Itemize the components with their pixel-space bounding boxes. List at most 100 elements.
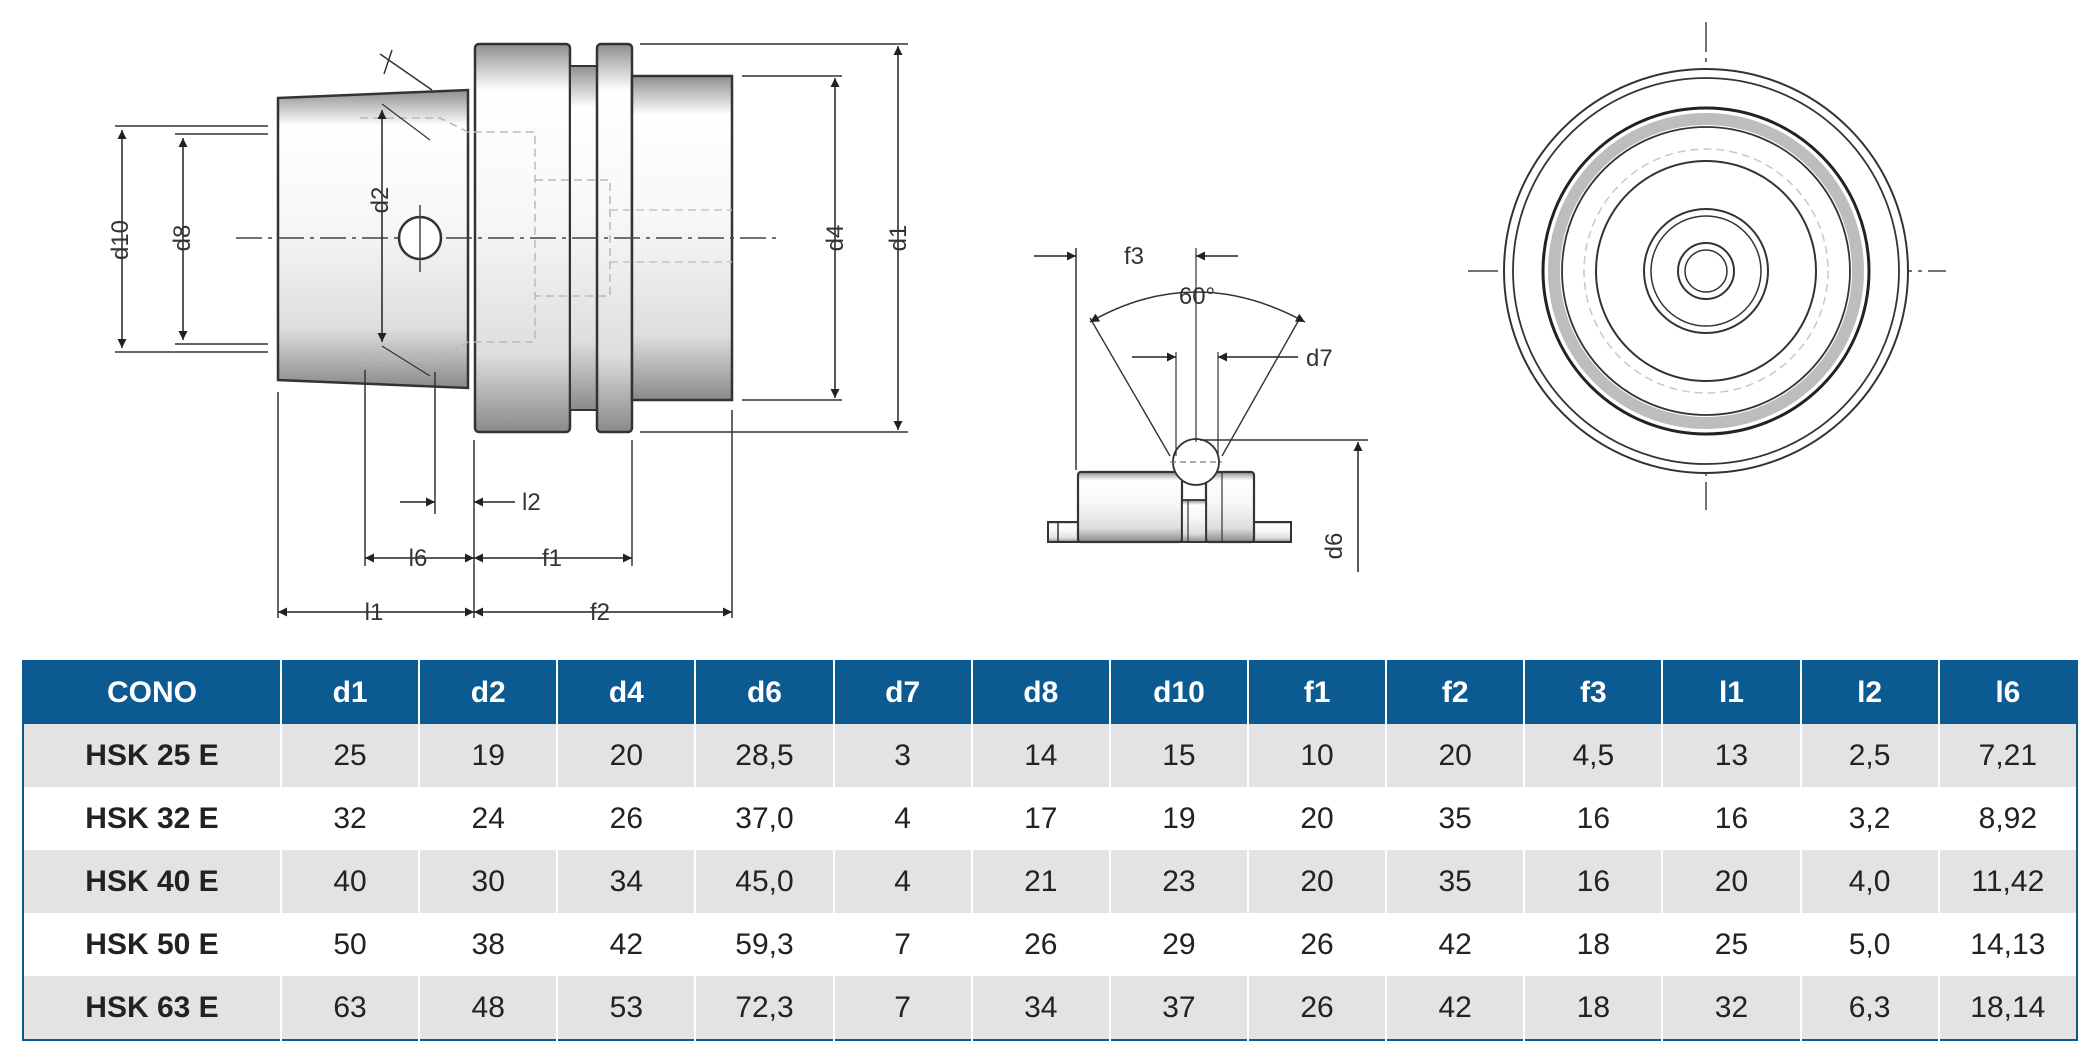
table-cell: 16 (1661, 787, 1801, 850)
table-cell: 19 (1108, 787, 1248, 850)
table-cell: 59,3 (694, 913, 834, 976)
table-cell: 42 (1385, 976, 1525, 1040)
table-cell: 18 (1523, 913, 1663, 976)
column-header-d2: d2 (418, 661, 558, 724)
table-cell: 24 (418, 787, 558, 850)
table-cell: 35 (1385, 787, 1525, 850)
table-cell: 16 (1523, 850, 1663, 913)
table-cell: 20 (1246, 850, 1387, 913)
table-cell: 34 (556, 850, 696, 913)
table-cell: 3 (832, 724, 972, 787)
table-cell: 50 (279, 913, 420, 976)
table-cell: 5,0 (1799, 913, 1939, 976)
label-f3: f3 (1124, 243, 1144, 270)
column-header-f2: f2 (1385, 661, 1525, 724)
table-cell: 17 (970, 787, 1110, 850)
table-cell: 30 (418, 850, 558, 913)
table-cell: 2,5 (1799, 724, 1939, 787)
label-f2: f2 (590, 599, 610, 626)
table-cell: 20 (1385, 724, 1525, 787)
table-cell: 14 (970, 724, 1110, 787)
table-cell: 19 (418, 724, 558, 787)
table-cell: 4 (832, 850, 972, 913)
table-cell: 26 (1246, 913, 1387, 976)
table-cell: 21 (970, 850, 1110, 913)
front-view (1468, 22, 1946, 510)
table-cell: 18,14 (1937, 976, 2077, 1040)
label-l6: l6 (409, 545, 428, 572)
label-d7: d7 (1306, 345, 1333, 372)
table-cell: 3,2 (1799, 787, 1939, 850)
table-cell: 4,0 (1799, 850, 1939, 913)
label-d4: d4 (822, 225, 849, 252)
table-cell: 20 (1246, 787, 1387, 850)
table-cell: 53 (556, 976, 696, 1040)
table-cell: 13 (1661, 724, 1801, 787)
row-cono-cell: HSK 50 E (23, 913, 281, 976)
row-cono-cell: HSK 40 E (23, 850, 281, 913)
table-cell: 72,3 (694, 976, 834, 1040)
row-cono-cell: HSK 32 E (23, 787, 281, 850)
table-cell: 29 (1108, 913, 1248, 976)
table-cell: 37 (1108, 976, 1248, 1040)
table-cell: 16 (1523, 787, 1663, 850)
table-cell: 25 (1661, 913, 1801, 976)
table-cell: 32 (1661, 976, 1801, 1040)
column-header-d4: d4 (556, 661, 696, 724)
column-header-d1: d1 (279, 661, 420, 724)
taper-body (276, 88, 470, 390)
table-cell: 34 (970, 976, 1110, 1040)
table-cell: 20 (556, 724, 696, 787)
column-header-d10: d10 (1108, 661, 1248, 724)
table-cell: 4 (832, 787, 972, 850)
column-header-l6: l6 (1937, 661, 2077, 724)
table-cell: 7 (832, 976, 972, 1040)
column-header-f3: f3 (1523, 661, 1663, 724)
label-d1: d1 (885, 225, 912, 252)
table-cell: 26 (970, 913, 1110, 976)
label-l1: l1 (365, 599, 384, 626)
column-header-f1: f1 (1246, 661, 1387, 724)
table-cell: 6,3 (1799, 976, 1939, 1040)
column-header-l2: l2 (1799, 661, 1939, 724)
table-cell: 20 (1661, 850, 1801, 913)
table-cell: 26 (1246, 976, 1387, 1040)
technical-drawing: d10 d8 d2 d4 d1 l2 l6 f1 l1 f2 (107, 22, 1946, 626)
label-angle: 60° (1179, 283, 1215, 310)
detail-view: f3 60° d7 d6 (1034, 243, 1368, 572)
table-cell: 10 (1246, 724, 1387, 787)
label-d10: d10 (107, 220, 134, 260)
side-view: d10 d8 d2 d4 d1 l2 l6 f1 l1 f2 (107, 42, 912, 626)
row-cono-cell: HSK 63 E (23, 976, 281, 1040)
detail-block-right (1204, 470, 1256, 544)
table-cell: 26 (556, 787, 696, 850)
table-cell: 4,5 (1523, 724, 1663, 787)
table-cell: 23 (1108, 850, 1248, 913)
table-cell: 63 (279, 976, 420, 1040)
column-header-d6: d6 (694, 661, 834, 724)
table-cell: 8,92 (1937, 787, 2077, 850)
table-cell: 37,0 (694, 787, 834, 850)
table-cell: 28,5 (694, 724, 834, 787)
label-f1: f1 (542, 545, 562, 572)
column-header-d7: d7 (832, 661, 972, 724)
label-d2: d2 (367, 187, 394, 214)
table-cell: 45,0 (694, 850, 834, 913)
outer-ring (1503, 68, 1909, 474)
table-cell: 25 (279, 724, 420, 787)
table-cell: 38 (418, 913, 558, 976)
table-cell: 7 (832, 913, 972, 976)
table-cell: 48 (418, 976, 558, 1040)
column-header-l1: l1 (1661, 661, 1801, 724)
table-cell: 11,42 (1937, 850, 2077, 913)
row-cono-cell: HSK 25 E (23, 724, 281, 787)
table-cell: 15 (1108, 724, 1248, 787)
table-cell: 7,21 (1937, 724, 2077, 787)
